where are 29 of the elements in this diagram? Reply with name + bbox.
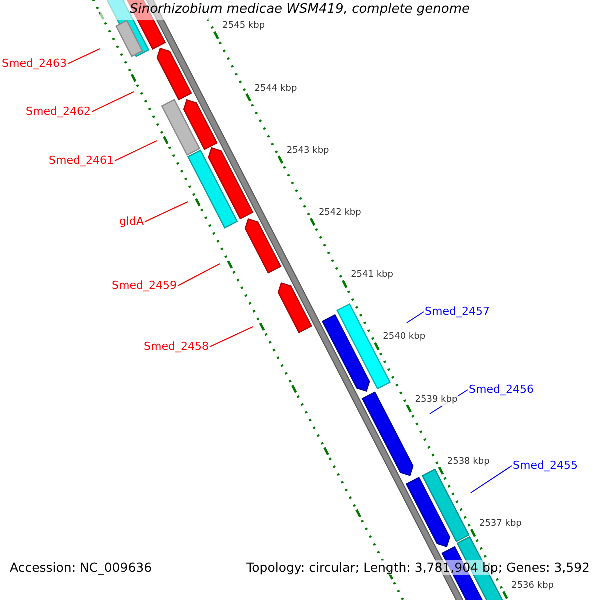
gene-label: Smed_2458	[144, 340, 209, 353]
tick-label: 2543 kbp	[286, 146, 330, 157]
genome-info-text: Topology: circular; Length: 3,781,904 bp; Genes: 3,592	[244, 560, 592, 575]
tick-label: 2545 kbp	[222, 21, 266, 32]
gene-label: Smed_2462	[26, 105, 91, 118]
tick-label: 2537 kbp	[479, 518, 522, 530]
gene-label: Smed_2463	[2, 57, 67, 70]
leader-line	[144, 202, 188, 222]
tick-label: 2544 kbp	[254, 84, 298, 95]
leader-line	[470, 466, 512, 494]
gene-label: Smed_2461	[49, 154, 114, 167]
tick-label: 2539 kbp	[415, 394, 458, 406]
gene-label: gldA	[119, 215, 144, 228]
gene-label: Smed_2457	[425, 305, 490, 318]
tick-label: 2542 kbp	[318, 208, 362, 219]
leader-line	[68, 48, 100, 64]
gene-label: Smed_2459	[112, 279, 177, 292]
tick-label: 2540 kbp	[383, 332, 426, 344]
leader-line	[210, 326, 254, 348]
tick-label: 2538 kbp	[447, 456, 490, 468]
gene-label: Smed_2455	[513, 459, 578, 472]
leader-line	[114, 140, 158, 162]
gene-label: Smed_2456	[469, 383, 534, 396]
accession-text: Accession: NC_009636	[8, 560, 154, 575]
tick-label: 2541 kbp	[351, 270, 394, 282]
leader-line	[406, 312, 424, 324]
tick-label: 2536 kbp	[512, 581, 554, 592]
leader-line	[92, 92, 134, 112]
leader-line	[178, 264, 220, 286]
